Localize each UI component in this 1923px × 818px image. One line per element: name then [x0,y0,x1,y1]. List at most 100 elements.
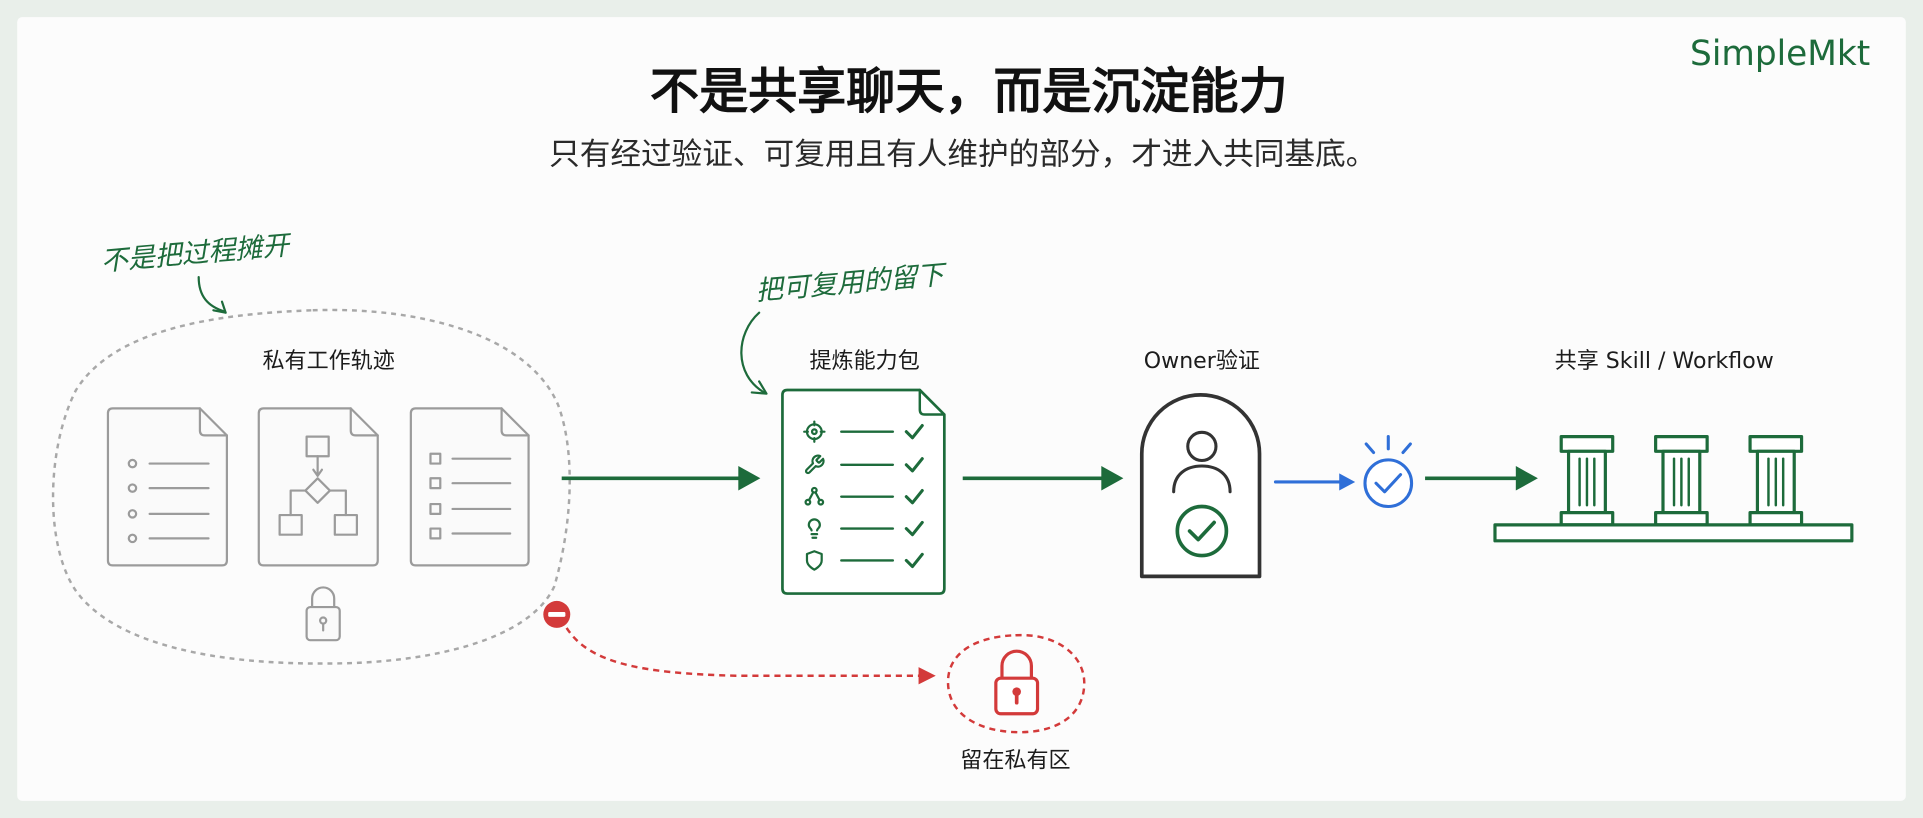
shield-icon [805,550,823,571]
checkbox [429,502,442,515]
lock-keyhole [1012,687,1021,696]
lock-shackle [311,586,336,610]
capability-row [804,486,924,506]
capability-row [803,420,924,443]
arrowhead-verify-to-badge [1339,473,1356,491]
private-remainder-group: 留在私有区 [946,633,1086,774]
arrowhead-distill-to-verify [1101,466,1124,491]
capability-row [805,454,924,475]
brand-logo: SimpleMkt [1690,34,1870,74]
annotation-arrowhead [750,380,768,395]
pillar-capital [1559,434,1615,453]
node [810,486,818,494]
document-fold [918,388,946,416]
person-shoulders [1172,464,1232,494]
check-icon [904,520,924,537]
flow-node [278,513,303,536]
arrow-to-private-remainder [565,627,920,677]
wrench-icon [805,454,825,475]
annotation-arrow [197,276,226,313]
pillars-icon [1493,434,1854,543]
badge-ray [1364,442,1376,455]
bullet [127,483,138,493]
arrowhead-badge-to-shared [1515,466,1538,491]
badge-circle [1363,458,1414,509]
document-outline [257,407,379,567]
bullet-list-document-icon [106,407,228,567]
owner-verification-label: Owner验证 [1144,349,1260,374]
page-title: 不是共享聊天，而是沉淀能力 [650,62,1288,120]
bullet [127,458,138,469]
person-icon [1172,430,1232,494]
badge-ray [1401,442,1412,455]
private-zone-boundary [51,308,571,665]
document-fold [198,407,228,437]
shield-shape [805,550,823,571]
node [817,498,825,506]
checkbox [429,452,442,465]
crosshair-icon [803,420,826,443]
bulb-glass [807,518,821,532]
verified-check-icon [1363,435,1414,509]
check-circle-ring [1175,504,1229,558]
arrowhead-private-to-distill [738,466,761,491]
check-icon [904,424,924,440]
owner-verification-group: Owner验证 [1139,349,1262,579]
flow-connector [289,489,307,517]
pillar-base [1559,511,1615,527]
node-link [807,491,815,502]
check-icon [904,489,924,505]
node-link [814,491,821,502]
capability-pack-label: 提炼能力包 [809,349,919,374]
private-remainder-label: 留在私有区 [960,749,1070,774]
arrowhead-to-private-remainder [918,667,936,685]
verification-gate [1139,393,1262,579]
document-icon [781,388,946,595]
pillar-base [1654,511,1709,527]
pillar-capital [1654,434,1709,453]
check-mark [1187,520,1216,542]
capability-row [805,550,924,571]
document-outline [106,407,228,567]
person-head [1186,430,1218,463]
checklist-document-icon [409,407,530,567]
capability-pack-group: 提炼能力包 [781,349,946,595]
wrench-shape [805,454,825,475]
flowchart-document-icon [257,407,379,567]
document-outline [409,407,530,567]
pillar-capital [1748,434,1804,453]
page-subtitle: 只有经过验证、可复用且有人维护的部分，才进入共同基底。 [549,137,1376,172]
lock-icon [305,586,341,642]
checkbox [429,527,442,540]
pillar [1748,434,1804,527]
document-fold [500,407,530,437]
nodes-icon [804,486,825,506]
shared-label: 共享 Skill / Workflow [1555,349,1774,374]
flow-connector [328,489,347,517]
flow-arrowhead [312,468,324,477]
blocked-bar [548,611,566,617]
node [804,498,812,506]
private-trace-label: 私有工作轨迹 [262,349,394,374]
pillar-base [1748,511,1804,527]
blocked-icon [543,600,571,628]
checkbox [429,477,442,490]
pillars-platform [1493,523,1854,543]
document-outline [781,388,946,595]
crosshair-center [810,428,818,436]
check-icon [904,457,924,473]
check-circle-icon [1175,504,1229,558]
private-remainder-boundary [946,633,1086,734]
pillar [1654,434,1709,527]
check-icon [904,552,924,569]
document-fold [349,407,379,437]
bullet [127,509,138,519]
private-trace-group: 私有工作轨迹 [51,308,571,665]
bullet [127,533,138,544]
card [17,17,1906,801]
lock-icon [994,649,1040,716]
pillar [1559,434,1615,527]
annotation-arrowhead [212,300,227,314]
shared-group: 共享 Skill / Workflow [1493,349,1854,543]
